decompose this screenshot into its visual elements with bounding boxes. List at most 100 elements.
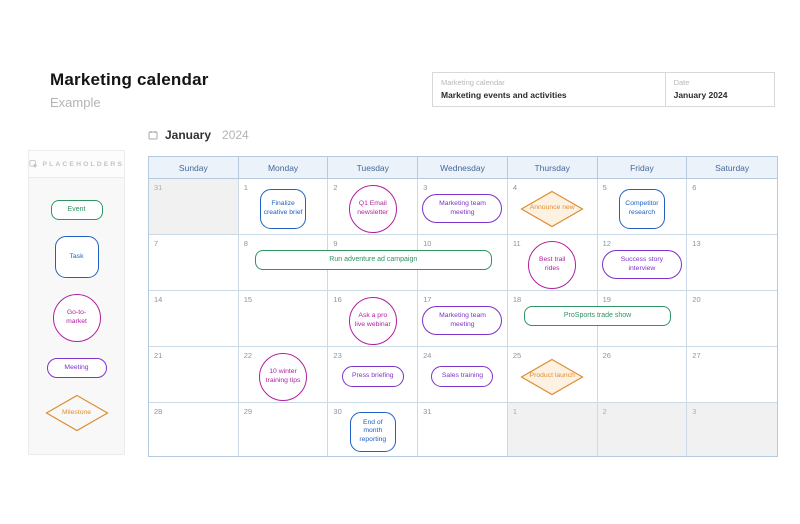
page-title: Marketing calendar — [50, 70, 209, 89]
date-number: 9 — [333, 239, 338, 248]
date-number: 3 — [692, 407, 697, 416]
event-banner[interactable]: Run adventure ad campaign — [254, 250, 492, 270]
day-cell-1[interactable]: 1 — [507, 403, 598, 456]
day-cell-20[interactable]: 20 — [687, 291, 777, 347]
day-header-friday: Friday — [597, 157, 688, 179]
day-cell-28[interactable]: 28 — [149, 403, 239, 456]
day-cell-2[interactable]: 2 — [597, 403, 688, 456]
date-number: 7 — [154, 239, 159, 248]
date-number: 25 — [512, 351, 522, 360]
date-number: 27 — [692, 351, 701, 360]
day-cell-31[interactable]: 31 — [149, 179, 239, 235]
day-cell-30[interactable]: 30 End of month reporting — [328, 403, 419, 456]
shape-label: Announce new — [529, 204, 575, 212]
month-label: January — [165, 128, 212, 142]
date-number: 24 — [423, 351, 432, 360]
meeting-shape[interactable]: Press briefing — [341, 366, 404, 387]
date-number: 1 — [243, 183, 248, 192]
task-shape[interactable]: Competitor research — [618, 188, 665, 229]
date-number: 5 — [602, 183, 607, 192]
day-cell-16[interactable]: 16 Ask a pro live webinar — [328, 291, 419, 347]
event-placeholder[interactable]: Event — [50, 199, 103, 220]
task-shape[interactable]: Finalize creative brief — [260, 188, 307, 229]
date-number: 21 — [154, 351, 163, 360]
date-number: 23 — [333, 351, 342, 360]
day-header-sunday: Sunday — [149, 157, 239, 179]
meta-value: Marketing events and activities — [441, 90, 567, 100]
date-number: 15 — [243, 295, 253, 304]
date-number: 19 — [602, 295, 611, 304]
meta-label: Marketing calendar — [441, 78, 505, 87]
task-shape[interactable]: End of month reporting — [349, 411, 396, 452]
milestone-placeholder[interactable]: Milestone — [43, 394, 111, 432]
day-cell-3[interactable]: 3 — [687, 403, 777, 456]
gtm-shape[interactable]: Best trail rides — [528, 240, 577, 289]
shape-label: Finalize creative brief — [263, 200, 303, 216]
day-cell-2[interactable]: 2 Q1 Email newsletter — [328, 179, 419, 235]
meta-cell-description[interactable]: Marketing calendar Marketing events and … — [433, 73, 665, 106]
diamond-icon — [520, 190, 584, 227]
date-number: 16 — [333, 295, 342, 304]
meeting-shape[interactable]: Marketing team meeting — [422, 194, 503, 223]
milestone-shape[interactable]: Announce new — [520, 190, 584, 228]
day-header-thursday: Thursday — [507, 157, 598, 179]
meta-label: Date — [673, 78, 690, 87]
gtm-shape[interactable]: 10 winter training tips — [259, 352, 308, 401]
day-cell-31[interactable]: 31 — [418, 403, 508, 456]
task-label: Task — [69, 252, 84, 260]
meeting-placeholder[interactable]: Meeting — [46, 357, 107, 379]
date-number: 30 — [333, 407, 342, 416]
day-cell-6[interactable]: 6 — [687, 179, 777, 235]
day-cell-26[interactable]: 26 — [597, 347, 688, 403]
meeting-shape[interactable]: Success story interview — [601, 250, 682, 279]
date-number: 8 — [243, 239, 248, 248]
date-number: 2 — [602, 407, 607, 416]
event-label: Event — [67, 205, 86, 213]
gtm-shape[interactable]: Ask a pro live webinar — [348, 296, 397, 345]
day-cell-13[interactable]: 13 — [687, 235, 777, 291]
shape-label: ProSports trade show — [563, 311, 632, 319]
title-block: Marketing calendar Example — [50, 70, 209, 110]
date-number: 20 — [692, 295, 701, 304]
shape-label: Run adventure ad campaign — [329, 255, 418, 263]
milestone-shape[interactable]: Product launch — [520, 358, 584, 396]
date-number: 2 — [333, 183, 338, 192]
day-cell-27[interactable]: 27 — [687, 347, 777, 403]
day-header-saturday: Saturday — [687, 157, 777, 179]
day-cell-21[interactable]: 21 — [149, 347, 239, 403]
meeting-shape[interactable]: Sales training — [431, 366, 494, 387]
legend-header: PLACEHOLDERS — [29, 151, 124, 178]
date-number: 4 — [512, 183, 518, 192]
task-placeholder[interactable]: Task — [54, 235, 99, 278]
day-cell-29[interactable]: 29 — [238, 403, 329, 456]
day-cell-7[interactable]: 7 — [149, 235, 239, 291]
event-banner[interactable]: ProSports trade show — [523, 306, 672, 326]
day-cell-15[interactable]: 15 — [238, 291, 329, 347]
day-cell-14[interactable]: 14 — [149, 291, 239, 347]
meta-cell-date[interactable]: Date January 2024 — [664, 73, 774, 106]
shape-label: 10 winter training tips — [265, 368, 301, 384]
shape-label: Product launch — [529, 372, 575, 380]
gtm-shape[interactable]: Q1 Email newsletter — [348, 184, 397, 233]
day-header-monday: Monday — [238, 157, 329, 179]
go-to-market-placeholder[interactable]: Go-to-market — [52, 293, 101, 342]
diamond-icon — [520, 358, 584, 395]
legend-items: Event Task Go-to-market Meeting Mileston… — [29, 178, 124, 454]
meeting-shape[interactable]: Marketing team meeting — [422, 306, 503, 335]
date-number: 26 — [602, 351, 611, 360]
